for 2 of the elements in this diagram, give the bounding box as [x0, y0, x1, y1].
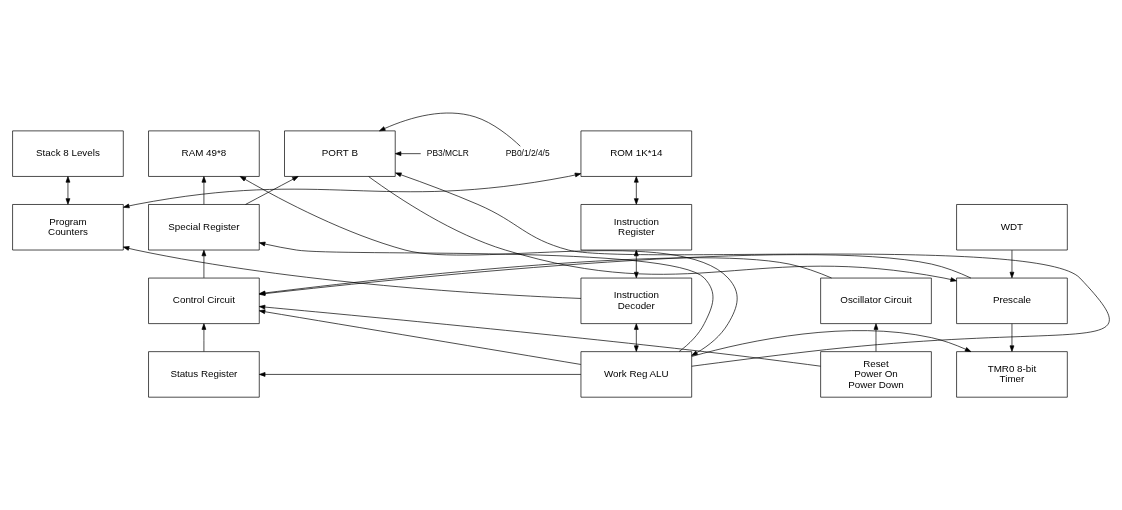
node-text: PB0/1/2/4/5	[505, 147, 550, 158]
node-text: PB3/MCLR	[426, 147, 469, 158]
